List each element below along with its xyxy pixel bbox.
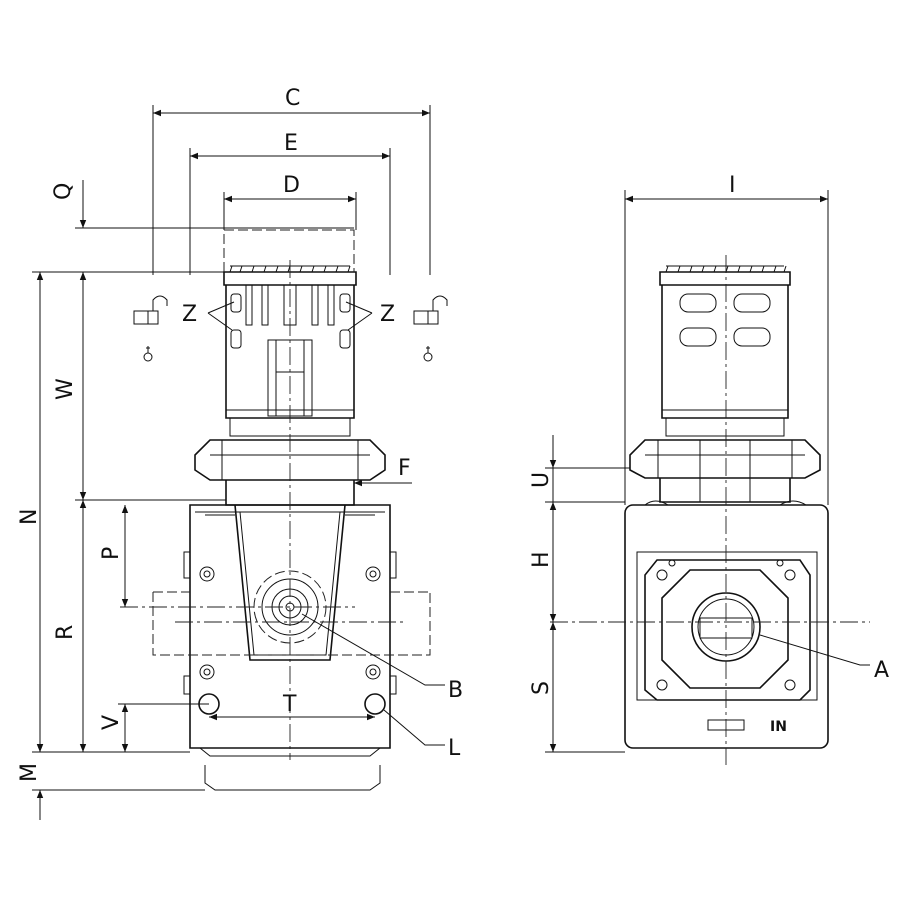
dim-label-s: S bbox=[529, 681, 554, 695]
padlock-icon bbox=[413, 295, 448, 325]
padlock-icon bbox=[133, 295, 168, 325]
side-knob bbox=[659, 265, 791, 437]
dim-label-f: F bbox=[398, 456, 411, 481]
dim-label-d: D bbox=[283, 173, 300, 198]
side-view: IN A I U H S bbox=[529, 173, 889, 765]
dim-label-t: T bbox=[282, 692, 297, 717]
dim-label-c: C bbox=[285, 86, 300, 111]
dim-label-u: U bbox=[529, 472, 554, 488]
callout-z-right: Z bbox=[380, 302, 395, 327]
dim-label-m: M bbox=[17, 763, 42, 782]
callout-z-left: Z bbox=[182, 302, 197, 327]
key-icon bbox=[423, 346, 433, 362]
callout-a: A bbox=[874, 658, 889, 683]
dim-label-v: V bbox=[99, 715, 124, 730]
a-leader bbox=[759, 634, 870, 666]
callout-b: B bbox=[448, 678, 463, 703]
front-view: Z Z B L C E D Q W N bbox=[17, 86, 463, 820]
dim-label-i: I bbox=[729, 173, 736, 198]
l-leader bbox=[383, 709, 445, 746]
mounting-hole-right bbox=[364, 693, 386, 715]
bowl-outline bbox=[204, 765, 381, 791]
dim-label-r: R bbox=[53, 625, 78, 640]
dim-label-n: N bbox=[17, 509, 42, 525]
screw-heads bbox=[199, 566, 381, 680]
dim-label-e: E bbox=[284, 131, 298, 156]
dim-label-h: H bbox=[529, 551, 554, 568]
b-leader bbox=[301, 613, 445, 686]
side-body: IN bbox=[624, 500, 829, 749]
z-leader-left bbox=[207, 301, 235, 331]
z-leader-right bbox=[345, 301, 373, 331]
port-marking-in: IN bbox=[770, 719, 787, 735]
key-icon bbox=[143, 346, 153, 362]
dim-label-w: W bbox=[53, 378, 78, 400]
callout-l: L bbox=[448, 736, 461, 761]
dim-label-q: Q bbox=[51, 183, 76, 200]
dim-label-p: P bbox=[99, 547, 124, 560]
